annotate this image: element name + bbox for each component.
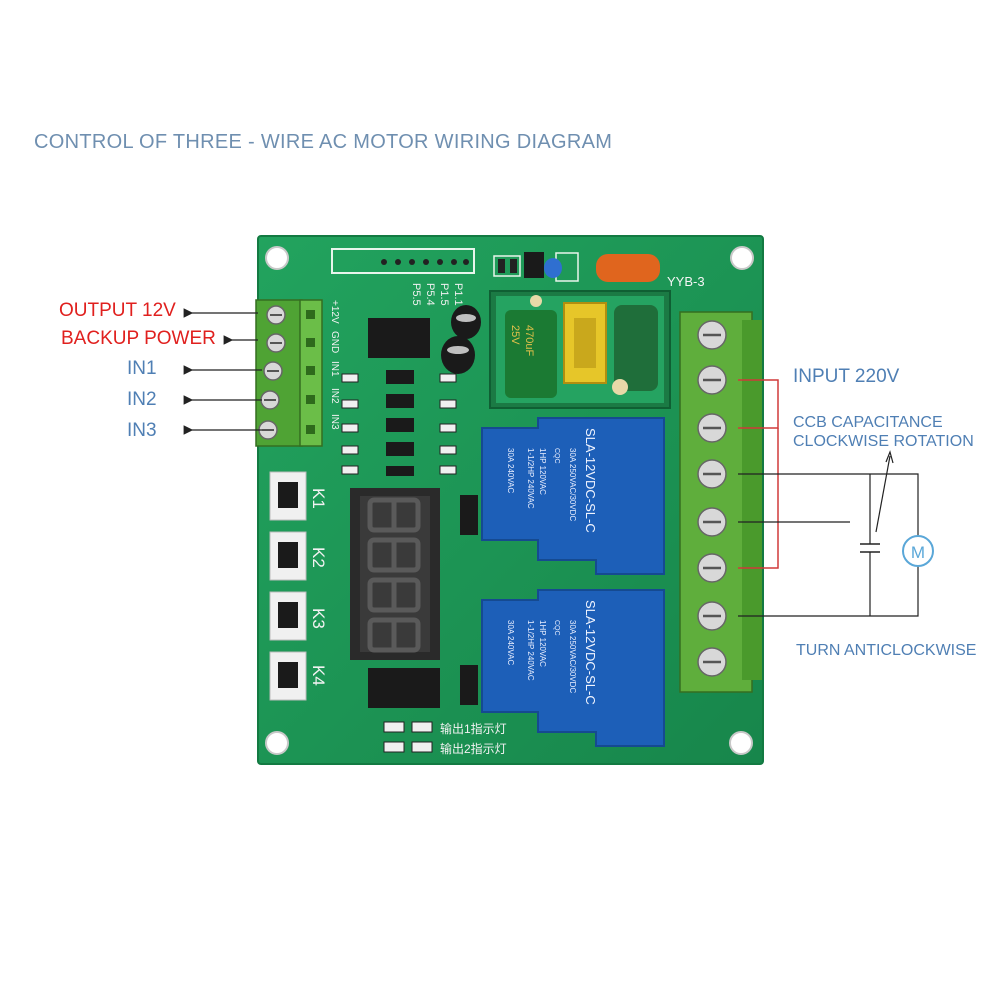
filter-capacitor [614,305,658,391]
label-in2: IN2 [127,389,157,410]
key-label-k2: K2 [309,547,328,568]
terminal-label-gnd: GND [329,331,340,353]
header-label-p15: P1.5 [438,283,450,306]
relay2-rating-2: 1HP 120VAC [538,620,547,667]
relay1-model: SLA-12VDC-SL-C [583,428,598,533]
header-label-p55: P5.5 [410,283,422,306]
led1-label: 输出1指示灯 [440,721,507,736]
relay2-model: SLA-12VDC-SL-C [583,600,598,705]
capacitor-label: 470uF [523,325,535,356]
terminal-label-in2: IN2 [329,388,340,404]
motor-label: M [911,543,925,562]
relay2-badge: CQC [553,620,560,636]
led2-label: 输出2指示灯 [440,741,507,756]
input-terminal-block [255,299,323,447]
key-label-k1: K1 [309,488,328,509]
relay1-rating-2: 1HP 120VAC [538,448,547,495]
terminal-label-in3: IN3 [329,414,340,430]
label-turn-anticlockwise: TURN ANTICLOCKWISE [796,642,977,659]
relay1-rating: 30A 250VAC/30VDC [568,448,577,521]
terminal-label-in1: IN1 [329,361,340,377]
motor-wiring [738,379,919,617]
left-pointer-lines [183,308,262,435]
key-label-k4: K4 [309,665,328,686]
capacitor-voltage-label: 25V [509,325,521,345]
label-output-12v: OUTPUT 12V [59,300,176,321]
mount-hole-icon [265,246,289,270]
relay1-rating-4: 30A 240VAC [506,448,515,493]
header-label-p11: P1.1 [452,283,464,306]
label-backup-power: BACKUP POWER [61,328,216,349]
label-ccb-capacitance: CCB CAPACITANCE [793,414,943,431]
relay-1 [481,417,665,575]
output-terminal-block [679,311,762,693]
capacitor-icon [441,336,475,374]
mount-hole-icon [729,731,753,755]
relay1-rating-3: 1-1/2HP 240VAC [526,448,535,509]
pcb-board: P1.1 P1.5 P5.4 P5.5 YYB-3 470uF 25V [255,235,764,765]
header-label-p54: P5.4 [424,283,436,306]
board-model-label: YYB-3 [667,274,705,289]
motor-icon [902,535,934,567]
mount-hole-icon [265,731,289,755]
relay2-rating-3: 1-1/2HP 240VAC [526,620,535,681]
label-in1: IN1 [127,358,157,379]
mount-hole-icon [730,246,754,270]
ic-chip [368,318,430,358]
transformer [563,302,607,384]
relay-2 [481,589,665,747]
diagram-title: CONTROL OF THREE - WIRE AC MOTOR WIRING … [34,131,613,153]
relay2-rating-4: 30A 240VAC [506,620,515,665]
relay2-rating: 30A 250VAC/30VDC [568,620,577,693]
terminal-label-12v: +12V [329,300,340,324]
label-input-220v: INPUT 220V [793,366,900,387]
header-outline [331,248,475,274]
electrolytic-capacitor [505,310,557,398]
relay1-badge: CQC [553,448,560,464]
push-buttons [269,471,307,701]
label-in3: IN3 [127,420,157,441]
key-label-k3: K3 [309,608,328,629]
seven-segment-display [350,488,440,660]
label-clockwise-rotation: CLOCKWISE ROTATION [793,433,974,450]
